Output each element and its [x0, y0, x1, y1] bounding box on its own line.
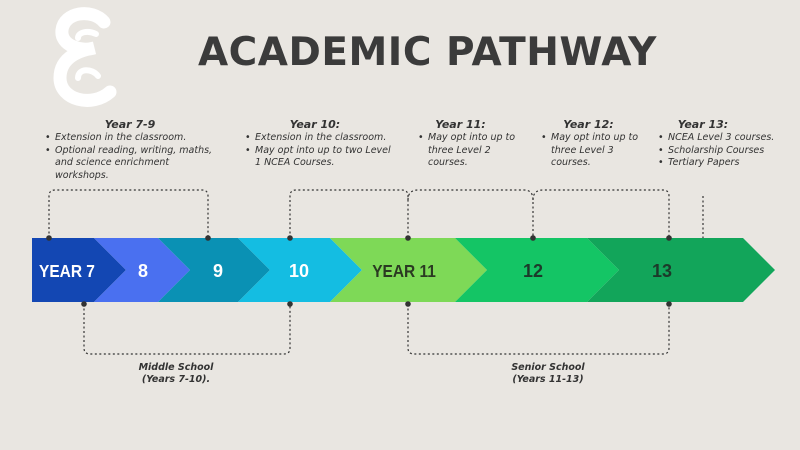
- note-item: Optional reading, writing, maths, and sc…: [45, 145, 215, 183]
- connector-dot: [46, 235, 52, 241]
- group-label-middle-school: Middle School (Years 7-10).: [116, 362, 236, 386]
- note-item: Extension in the classroom.: [45, 132, 215, 145]
- timeline-label-year-9: 9: [213, 261, 223, 281]
- connector-dot: [405, 301, 411, 307]
- connector-dot: [287, 235, 293, 241]
- note-heading: Year 7-9: [104, 118, 156, 131]
- note-year-13: Year 13: NCEA Level 3 courses. Scholarsh…: [658, 118, 800, 170]
- group-name: Senior School: [511, 362, 585, 373]
- arrow-year-10: [238, 238, 362, 302]
- timeline-label-year-11: YEAR 11: [372, 261, 436, 281]
- connector-dot: [405, 235, 411, 241]
- connector-year-12-13: [532, 189, 670, 238]
- note-heading: Year 10:: [289, 118, 341, 131]
- note-heading: Year 11:: [435, 118, 486, 131]
- bracket-middle-school: [83, 304, 291, 355]
- connector-dot: [666, 235, 672, 241]
- group-range: (Years 11-13): [512, 374, 584, 385]
- connector-year-10-11: [289, 189, 409, 238]
- connector-dot: [205, 235, 211, 241]
- arrow-year-9: [158, 238, 270, 302]
- timeline-arrows: [32, 238, 775, 302]
- bracket-senior-school: [407, 304, 670, 355]
- note-item: May opt into up to three Level 2 courses…: [418, 132, 523, 170]
- note-item: May opt into up to two Level 1 NCEA Cour…: [245, 145, 395, 170]
- arrow-year-8: [94, 238, 190, 302]
- note-item: May opt into up to three Level 3 courses…: [541, 132, 646, 170]
- connector-dot: [287, 301, 293, 307]
- connector-dot: [81, 301, 87, 307]
- arrow-year-12: [455, 238, 619, 302]
- arrow-year-11: [330, 238, 487, 302]
- timeline-label-year-13: 13: [652, 261, 672, 281]
- connector-year-7-9: [48, 189, 209, 238]
- timeline-label-year-7: YEAR 7: [39, 261, 95, 281]
- note-item: Extension in the classroom.: [245, 132, 395, 145]
- timeline-label-year-12: 12: [523, 261, 543, 281]
- arrow-year-7: [32, 238, 126, 302]
- note-year-12: Year 12: May opt into up to three Level …: [541, 118, 646, 170]
- note-item: Tertiary Papers: [658, 157, 800, 170]
- note-item: NCEA Level 3 courses.: [658, 132, 800, 145]
- connector-dot: [666, 301, 672, 307]
- timeline-label-year-10: 10: [289, 261, 309, 281]
- note-year-11: Year 11: May opt into up to three Level …: [418, 118, 523, 170]
- group-label-senior-school: Senior School (Years 11-13): [488, 362, 608, 386]
- script-e-logo: [53, 7, 117, 107]
- group-name: Middle School: [138, 362, 214, 373]
- note-item: Scholarship Courses: [658, 145, 800, 158]
- group-range: (Years 7-10).: [141, 374, 211, 385]
- connector-year-11-12: [407, 189, 534, 238]
- page-title: ACADEMIC PATHWAY: [198, 30, 657, 75]
- connector-dot: [530, 235, 536, 241]
- note-year-7-9: Year 7-9 Extension in the classroom. Opt…: [45, 118, 215, 182]
- note-heading: Year 13:: [677, 118, 729, 131]
- timeline-label-year-8: 8: [138, 261, 148, 281]
- note-heading: Year 12:: [563, 118, 614, 131]
- note-year-10: Year 10: Extension in the classroom. May…: [245, 118, 395, 170]
- arrow-year-13: [587, 238, 775, 302]
